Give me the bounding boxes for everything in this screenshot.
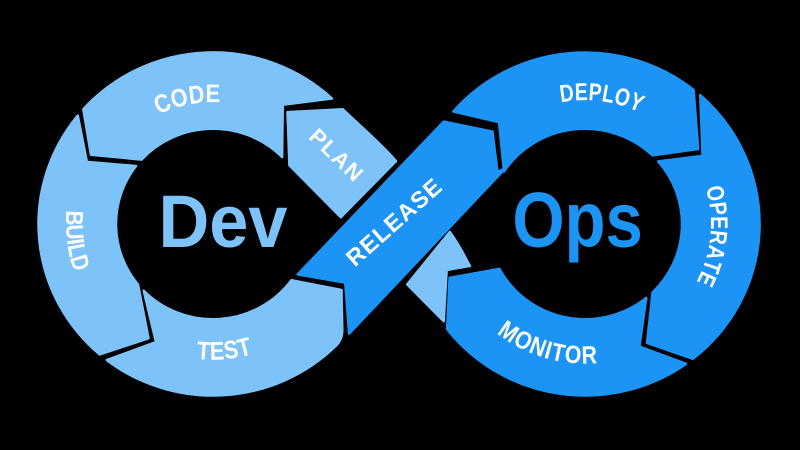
- svg-text:R: R: [581, 341, 597, 369]
- svg-text:R: R: [704, 229, 733, 246]
- svg-text:O: O: [701, 183, 731, 204]
- svg-text:P: P: [704, 200, 733, 216]
- svg-text:A: A: [701, 243, 731, 263]
- svg-text:Ops: Ops: [512, 177, 642, 264]
- svg-text:T: T: [549, 337, 567, 367]
- svg-text:D: D: [558, 78, 576, 107]
- svg-text:L: L: [600, 79, 616, 108]
- svg-text:E: E: [705, 216, 732, 229]
- svg-text:B: B: [60, 210, 89, 226]
- svg-text:S: S: [222, 336, 240, 366]
- svg-text:O: O: [168, 83, 191, 114]
- svg-text:O: O: [611, 82, 633, 113]
- svg-text:E: E: [209, 338, 224, 366]
- svg-text:E: E: [574, 78, 588, 106]
- svg-text:I: I: [61, 237, 90, 246]
- svg-text:E: E: [206, 81, 221, 109]
- svg-text:T: T: [196, 337, 212, 366]
- svg-text:U: U: [60, 224, 89, 241]
- svg-text:D: D: [187, 81, 206, 111]
- svg-text:P: P: [588, 78, 603, 107]
- svg-text:O: O: [564, 340, 583, 369]
- svg-text:L: L: [62, 241, 92, 259]
- svg-text:Dev: Dev: [159, 181, 288, 263]
